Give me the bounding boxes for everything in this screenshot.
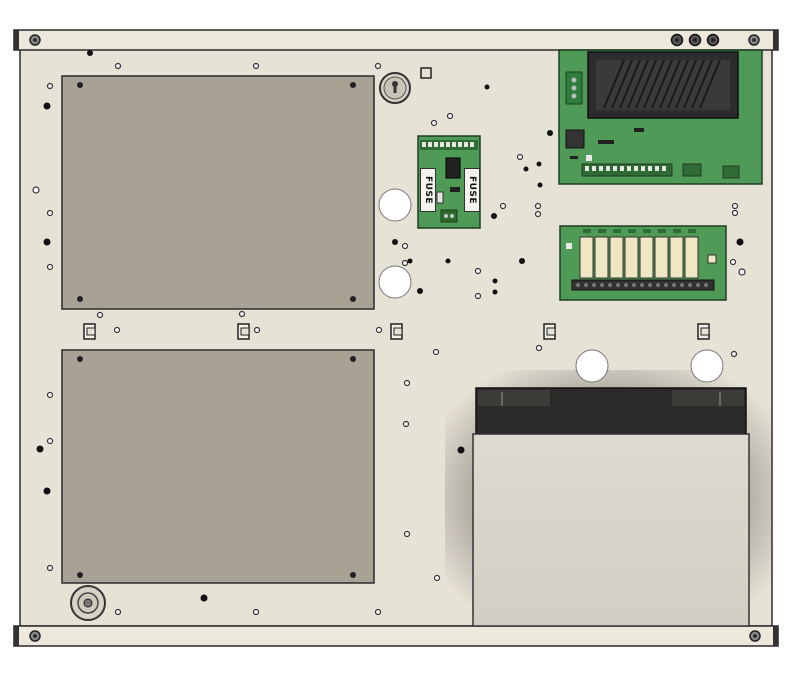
indicator-led-icon bbox=[688, 33, 702, 47]
mount-panel-bottom bbox=[61, 349, 375, 584]
clip-icon bbox=[237, 323, 250, 340]
mount-panel-top bbox=[61, 75, 375, 310]
battery bbox=[472, 387, 750, 627]
square-knockout bbox=[420, 67, 432, 79]
mount-hole-icon bbox=[378, 188, 412, 222]
mount-hole-icon bbox=[575, 349, 609, 383]
indicator-led-icon bbox=[706, 33, 720, 47]
relay-board bbox=[559, 225, 727, 301]
bottom-rail bbox=[13, 625, 779, 647]
screw-icon bbox=[29, 34, 41, 46]
clip-icon bbox=[543, 323, 556, 340]
relay-bank bbox=[579, 236, 699, 279]
fuse-icon: FUSE bbox=[420, 168, 436, 212]
small-holes bbox=[32, 62, 746, 616]
fuse-icon: FUSE bbox=[464, 168, 480, 212]
clip-icon bbox=[83, 323, 96, 340]
indicator-led-icon bbox=[670, 33, 684, 47]
control-pcb bbox=[558, 49, 763, 185]
screw-icon bbox=[748, 34, 760, 46]
cable-entry-icon bbox=[70, 585, 106, 621]
mount-hole-icon bbox=[378, 265, 412, 299]
keyhole-mount-icon bbox=[379, 72, 411, 104]
clip-icon bbox=[697, 323, 710, 340]
screw-icon bbox=[749, 630, 761, 642]
top-rail bbox=[13, 29, 779, 51]
black-holes bbox=[36, 50, 744, 602]
screw-icon bbox=[29, 630, 41, 642]
heatsink-icon bbox=[587, 51, 739, 119]
mount-hole-icon bbox=[690, 349, 724, 383]
clip-icon bbox=[390, 323, 403, 340]
